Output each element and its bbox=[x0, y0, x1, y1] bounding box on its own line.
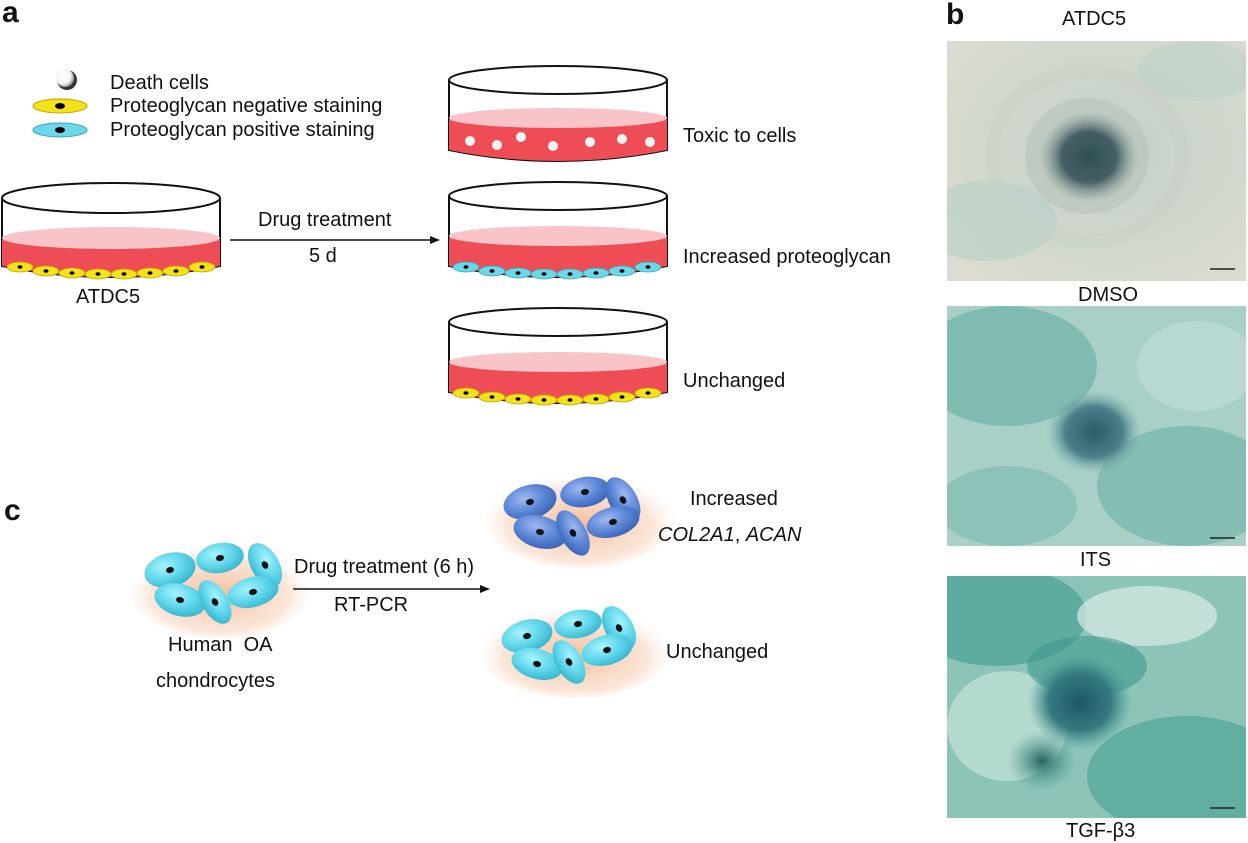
micrograph-its bbox=[947, 306, 1246, 546]
toxic-dish bbox=[448, 65, 668, 162]
gene-col2a1: COL2A1 bbox=[658, 524, 735, 546]
outcome-increased-label: Increased proteoglycan bbox=[683, 246, 891, 268]
increased-dish bbox=[448, 181, 668, 280]
positive-cell-legend-icon bbox=[32, 122, 88, 138]
gene-separator: , bbox=[734, 524, 746, 546]
legend-death-label: Death cells bbox=[110, 72, 209, 94]
arrow-top-label: Drug treatment bbox=[258, 209, 392, 231]
panel-c-increased-genes: COL2A1, ACAN bbox=[658, 524, 801, 547]
outcome-toxic-label: Toxic to cells bbox=[683, 125, 797, 147]
panel-b-title: ATDC5 bbox=[1062, 8, 1127, 30]
negative-cells-row bbox=[6, 261, 216, 280]
source-dish bbox=[1, 182, 221, 280]
unchanged-dish bbox=[448, 307, 668, 406]
panel-c-increased-line1: Increased bbox=[690, 488, 778, 510]
panel-a-diagram bbox=[1, 65, 668, 406]
panel-b-letter: b bbox=[946, 0, 965, 31]
panel-c-letter: c bbox=[4, 494, 21, 527]
panel-c-arrow bbox=[293, 585, 490, 593]
panel-c-source-line1: Human OA bbox=[168, 634, 273, 656]
source-chondrocytes bbox=[130, 542, 310, 638]
source-dish-label: ATDC5 bbox=[76, 286, 141, 308]
micrograph-tgf bbox=[947, 576, 1246, 818]
micrograph-its-label: ITS bbox=[1080, 549, 1112, 571]
negative-cells-row bbox=[452, 387, 662, 406]
legend-negative-label: Proteoglycan negative staining bbox=[110, 95, 383, 117]
gene-acan: ACAN bbox=[745, 524, 802, 546]
death-cells bbox=[465, 132, 655, 151]
unchanged-chondrocytes bbox=[480, 606, 670, 698]
death-cell-legend-icon bbox=[56, 69, 77, 90]
panel-c-source-line2: chondrocytes bbox=[156, 670, 275, 692]
legend-positive-label: Proteoglycan positive staining bbox=[110, 119, 375, 141]
arrow-bottom-label: 5 d bbox=[309, 245, 337, 267]
increased-chondrocytes bbox=[485, 472, 675, 568]
micrograph-dmso bbox=[947, 41, 1246, 281]
panel-c-arrow-bottom: RT-PCR bbox=[334, 594, 409, 616]
panel-c-unchanged: Unchanged bbox=[666, 641, 769, 663]
micrograph-dmso-label: DMSO bbox=[1078, 284, 1138, 306]
panel-a-letter: a bbox=[2, 0, 19, 29]
drug-treatment-arrow bbox=[230, 236, 440, 244]
micrograph-tgf-label: TGF-β3 bbox=[1066, 820, 1136, 842]
outcome-unchanged-label: Unchanged bbox=[683, 370, 786, 392]
panel-c-arrow-top: Drug treatment (6 h) bbox=[294, 556, 475, 578]
positive-cells-row bbox=[452, 261, 662, 280]
negative-cell-legend-icon bbox=[32, 98, 88, 114]
